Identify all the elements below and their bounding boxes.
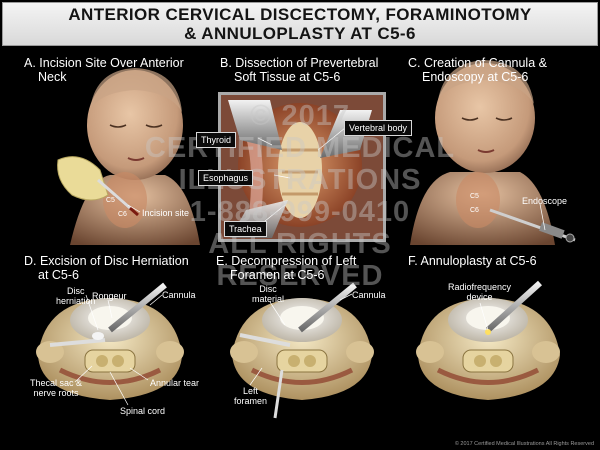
panel-a-heading-line-1: A. Incision Site Over Anterior xyxy=(24,56,184,70)
label-radiofrequency-line-2: device xyxy=(448,292,511,302)
label-left-foramen-line-1: Left xyxy=(234,386,267,396)
panel-f-heading: F. Annuloplasty at C5-6 xyxy=(408,254,537,268)
label-c6-c: C6 xyxy=(470,206,479,216)
label-esophagus: Esophagus xyxy=(198,170,253,186)
panel-e-heading-line-1: E. Decompression of Left xyxy=(216,254,356,268)
panel-e-heading: E. Decompression of Left Foramen at C5-6 xyxy=(216,254,356,282)
label-annular-tear: Annular tear xyxy=(150,378,199,388)
label-left-foramen-line-2: foramen xyxy=(234,396,267,406)
label-disc-material: Disc material xyxy=(252,284,284,304)
label-cannula-e: Cannula xyxy=(352,290,386,300)
label-thecal-sac-line-2: nerve roots xyxy=(30,388,82,398)
panel-b-heading-line-1: B. Dissection of Prevertebral xyxy=(220,56,378,70)
panel-e-heading-line-2: Foramen at C5-6 xyxy=(216,268,356,282)
panel-a-heading-line-2: Neck xyxy=(24,70,184,84)
panel-a-art xyxy=(58,68,200,245)
label-disc-herniation-line-1: Disc xyxy=(56,286,96,296)
label-thecal-sac-line-1: Thecal sac & xyxy=(30,378,82,388)
label-disc-material-line-1: Disc xyxy=(252,284,284,294)
label-rongeur: Rongeur xyxy=(92,291,127,301)
panel-d-heading-line-1: D. Excision of Disc Herniation xyxy=(24,254,189,268)
label-c5-c: C5 xyxy=(470,192,479,202)
label-radiofrequency-line-1: Radiofrequency xyxy=(448,282,511,292)
label-disc-herniation: Disc herniation xyxy=(56,286,96,306)
panel-d-heading: D. Excision of Disc Herniation at C5-6 xyxy=(24,254,189,282)
label-trachea: Trachea xyxy=(224,221,267,237)
panel-b-heading-line-2: Soft Tissue at C5-6 xyxy=(220,70,378,84)
label-thecal-sac: Thecal sac & nerve roots xyxy=(30,378,82,398)
panel-b-heading: B. Dissection of Prevertebral Soft Tissu… xyxy=(220,56,378,84)
label-spinal-cord: Spinal cord xyxy=(120,406,165,416)
label-incision-site: Incision site xyxy=(142,208,189,218)
label-radiofrequency-device: Radiofrequency device xyxy=(448,282,511,302)
label-endoscope: Endoscope xyxy=(522,196,567,206)
label-vertebral-body: Vertebral body xyxy=(344,120,412,136)
label-left-foramen: Left foramen xyxy=(234,386,267,406)
panel-a-heading: A. Incision Site Over Anterior Neck xyxy=(24,56,184,84)
panel-c-heading-line-1: C. Creation of Cannula & xyxy=(408,56,547,70)
copyright-footer: © 2017 Certified Medical Illustrations A… xyxy=(455,441,594,447)
panel-c-heading-line-2: Endoscopy at C5-6 xyxy=(408,70,547,84)
label-disc-material-line-2: material xyxy=(252,294,284,304)
panel-d-heading-line-2: at C5-6 xyxy=(24,268,189,282)
label-c5-a: C5 xyxy=(106,196,115,206)
panel-c-heading: C. Creation of Cannula & Endoscopy at C5… xyxy=(408,56,547,84)
label-thyroid: Thyroid xyxy=(196,132,236,148)
label-cannula-d: Cannula xyxy=(162,290,196,300)
panel-c-art xyxy=(410,60,575,245)
panel-b-art xyxy=(218,92,386,242)
panel-f-heading-line-1: F. Annuloplasty at C5-6 xyxy=(408,254,537,268)
label-c6-a: C6 xyxy=(118,210,127,220)
label-disc-herniation-line-2: herniation xyxy=(56,296,96,306)
